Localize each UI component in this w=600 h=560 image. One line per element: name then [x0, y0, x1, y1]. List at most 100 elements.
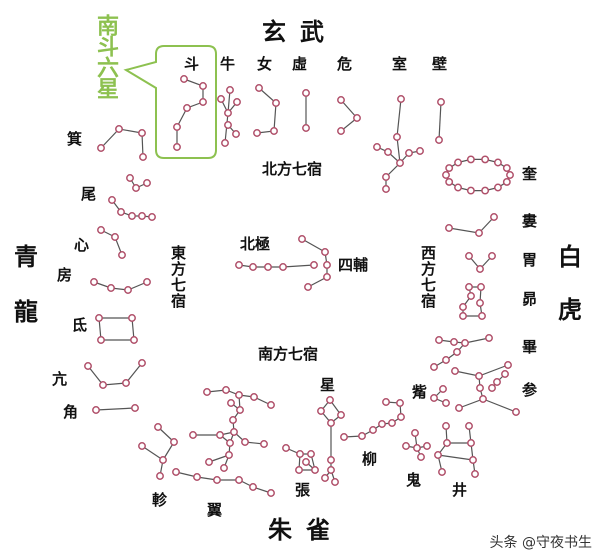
star: [453, 348, 461, 356]
star: [502, 177, 511, 186]
star: [488, 252, 496, 260]
star: [138, 442, 146, 450]
star: [236, 406, 244, 414]
constellation-line: [232, 409, 265, 445]
star: [97, 336, 105, 344]
star: [122, 379, 130, 387]
star: [417, 453, 425, 461]
constellation-liu: [340, 398, 405, 441]
constellation-line: [100, 229, 123, 256]
constellation-yi: [172, 386, 275, 497]
star: [226, 439, 234, 447]
star: [221, 139, 229, 147]
mansion-label-zi: 觜: [412, 383, 428, 401]
star: [323, 273, 331, 281]
star: [481, 186, 490, 195]
quadrant-qing: 青: [14, 243, 38, 271]
star: [220, 464, 228, 472]
constellation-line: [324, 423, 332, 479]
star: [310, 261, 318, 269]
mansion-label-kui: 奎: [522, 165, 538, 183]
star: [416, 147, 424, 155]
star: [396, 399, 404, 407]
star: [84, 362, 92, 370]
star: [442, 399, 450, 407]
star: [321, 474, 329, 482]
constellation-zhang: [282, 444, 319, 474]
north-seven-mansions: 北方七宿: [262, 160, 323, 178]
four-assistants-label: 四輔: [338, 256, 369, 274]
star: [331, 478, 339, 486]
star: [466, 155, 475, 164]
star: [479, 395, 487, 403]
star: [304, 283, 312, 291]
star: [199, 82, 207, 90]
star: [255, 84, 263, 92]
quadrant-hu: 虎: [558, 296, 582, 324]
mansion-label-wei_n: 危: [337, 55, 353, 73]
mansion-label-jing: 井: [452, 481, 468, 499]
star: [337, 96, 345, 104]
constellation-line: [95, 407, 136, 411]
star: [264, 263, 272, 271]
star: [139, 153, 147, 161]
star: [485, 334, 493, 342]
star: [430, 394, 438, 402]
star: [327, 466, 335, 474]
constellation-xin: [97, 226, 126, 259]
constellation-line: [98, 317, 135, 341]
star: [226, 86, 234, 94]
mansion-label-xin: 心: [74, 236, 90, 254]
star: [455, 404, 463, 412]
star: [438, 468, 446, 476]
star: [337, 411, 345, 419]
star: [382, 173, 390, 181]
mansion-label-mao: 昴: [522, 290, 538, 308]
constellation-fang: [90, 278, 151, 294]
star: [296, 450, 304, 458]
star: [475, 372, 483, 380]
star: [97, 226, 105, 234]
mansion-label-bi_w: 畢: [522, 338, 538, 356]
star: [442, 171, 450, 179]
star: [437, 98, 445, 106]
watermark: 头条 @守夜书生: [489, 535, 592, 551]
star: [260, 440, 268, 448]
mansion-label-yi: 翼: [207, 501, 223, 519]
star: [317, 407, 325, 415]
star: [369, 426, 377, 434]
star: [501, 370, 509, 378]
star: [203, 388, 211, 396]
star: [454, 183, 462, 192]
star: [477, 283, 485, 291]
star: [506, 171, 514, 179]
star: [454, 158, 462, 167]
star: [493, 378, 501, 386]
star: [224, 121, 232, 129]
star: [388, 419, 396, 427]
star: [323, 261, 331, 269]
mansion-label-ji: 箕: [67, 130, 83, 148]
star: [143, 179, 151, 187]
star: [225, 451, 233, 459]
star: [326, 396, 334, 404]
constellation-xing: [317, 396, 345, 486]
constellation-line: [256, 87, 277, 134]
star: [451, 367, 459, 375]
star: [321, 248, 329, 256]
constellation-dou: [173, 75, 207, 151]
mansion-label-zhen: 軫: [152, 491, 168, 509]
star: [99, 381, 107, 389]
mansion-label-bi_n: 壁: [432, 55, 448, 73]
star: [442, 422, 450, 430]
star: [337, 127, 345, 135]
star: [193, 473, 201, 481]
callout-box: [123, 45, 217, 159]
mansion-label-zhang: 張: [295, 481, 311, 499]
mansion-label-shi: 室: [392, 55, 408, 73]
mansion-label-lou: 婁: [522, 212, 538, 230]
constellation-pole: [235, 235, 331, 291]
constellation-line: [176, 78, 204, 147]
star: [476, 299, 484, 307]
